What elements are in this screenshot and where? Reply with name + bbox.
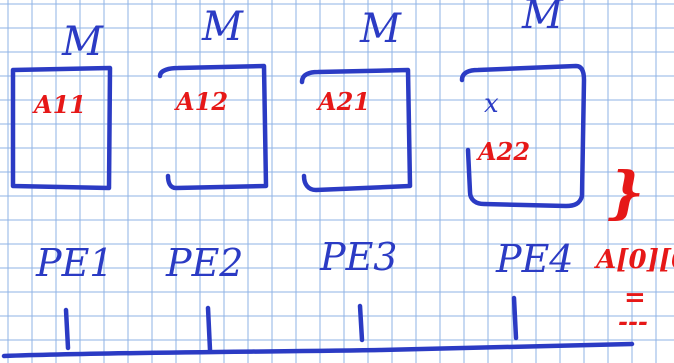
block-label-2: A12 bbox=[174, 87, 228, 116]
side-note-dots: --- bbox=[618, 307, 648, 336]
pe-label-4: PE4 bbox=[495, 237, 573, 281]
memory-label-3: M bbox=[359, 6, 402, 52]
bus-line bbox=[1, 341, 635, 359]
memory-unit-4: M x A22 PE4 bbox=[459, 0, 587, 341]
bus-tap-1 bbox=[63, 307, 71, 351]
side-note: } A[0][0] = --- bbox=[593, 160, 674, 336]
memory-unit-3: M A21 PE3 bbox=[299, 6, 413, 343]
side-note-index: A[0][0] bbox=[593, 245, 674, 275]
pe-label-3: PE3 bbox=[319, 235, 397, 279]
bus-tap-2 bbox=[205, 305, 213, 353]
memory-box-3 bbox=[299, 67, 413, 193]
memory-box-1 bbox=[10, 65, 113, 191]
bus-tap-4 bbox=[511, 295, 519, 341]
pe-label-1: PE1 bbox=[35, 241, 113, 285]
memory-label-2: M bbox=[201, 4, 244, 50]
memory-unit-1: M A11 PE1 bbox=[10, 19, 113, 351]
side-note-brace: } bbox=[608, 160, 644, 226]
memory-label-4: M bbox=[521, 0, 564, 38]
block-label-3: A21 bbox=[316, 87, 370, 116]
block-marker-x: x bbox=[484, 89, 499, 119]
side-note-equals: = bbox=[624, 283, 646, 313]
block-label-1: A11 bbox=[32, 90, 86, 119]
memory-unit-2: M A12 PE2 bbox=[157, 4, 269, 353]
memory-box-2 bbox=[157, 63, 269, 191]
memory-label-1: M bbox=[61, 19, 104, 65]
bus-tap-3 bbox=[357, 303, 365, 343]
memory-box-4 bbox=[459, 63, 587, 209]
pe-label-2: PE2 bbox=[165, 241, 243, 285]
block-label-4: A22 bbox=[476, 137, 530, 166]
